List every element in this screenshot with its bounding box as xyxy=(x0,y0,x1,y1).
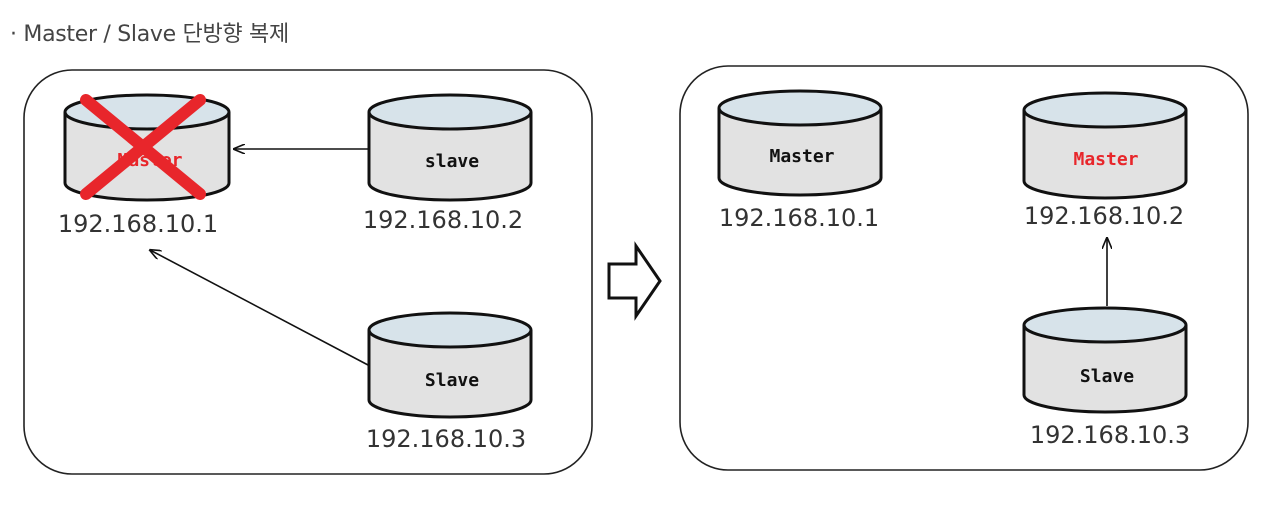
cylinder-body xyxy=(1022,325,1188,414)
right-arrow-icon xyxy=(607,241,662,321)
slave-b-node: Slave 192.168.10.3 xyxy=(366,311,533,453)
after-panel-frame xyxy=(679,65,1249,471)
cylinder-top xyxy=(367,93,533,131)
bullet: · xyxy=(10,22,17,47)
new-master-label: Master xyxy=(1073,149,1138,170)
page-title: · Master / Slave 단방향 복제 xyxy=(10,16,289,48)
old-master-label: Master xyxy=(769,146,834,167)
new-master-node: Master 192.168.10.2 xyxy=(1022,91,1188,230)
cylinder-top xyxy=(367,311,533,349)
after-panel: Master 192.168.10.1 Master 192.168.10.2 … xyxy=(679,65,1249,471)
before-panel-frame xyxy=(23,69,593,475)
slave-a-label: slave xyxy=(425,151,479,172)
failed-master-node: Master 192.168.10.1 xyxy=(58,93,231,238)
cylinder-body xyxy=(367,330,533,419)
replication-arrow-slave-b xyxy=(150,250,369,366)
old-master-node: Master 192.168.10.1 xyxy=(717,89,883,232)
title-text: Master / Slave 단방향 복제 xyxy=(23,22,289,47)
slave-a-ip: 192.168.10.2 xyxy=(363,206,523,234)
before-panel: Master 192.168.10.1 slave 192.168.10.2 S… xyxy=(23,69,593,475)
cylinder-body xyxy=(1022,110,1188,200)
failed-master-ip: 192.168.10.1 xyxy=(58,210,218,238)
cylinder-top xyxy=(1022,91,1188,129)
slave-b-label: Slave xyxy=(425,370,479,391)
cylinder-body xyxy=(367,112,533,202)
after-slave-label: Slave xyxy=(1080,366,1134,387)
cylinder-top xyxy=(717,89,883,127)
cylinder-top xyxy=(1022,306,1188,344)
slave-b-ip: 192.168.10.3 xyxy=(366,425,526,453)
after-slave-ip: 192.168.10.3 xyxy=(1030,421,1190,449)
old-master-ip: 192.168.10.1 xyxy=(719,204,879,232)
after-slave-node: Slave 192.168.10.3 xyxy=(1022,306,1190,449)
new-master-ip: 192.168.10.2 xyxy=(1024,202,1184,230)
failed-cross-icon xyxy=(80,94,206,200)
slave-a-node: slave 192.168.10.2 xyxy=(363,93,533,234)
cylinder-body xyxy=(717,108,883,197)
